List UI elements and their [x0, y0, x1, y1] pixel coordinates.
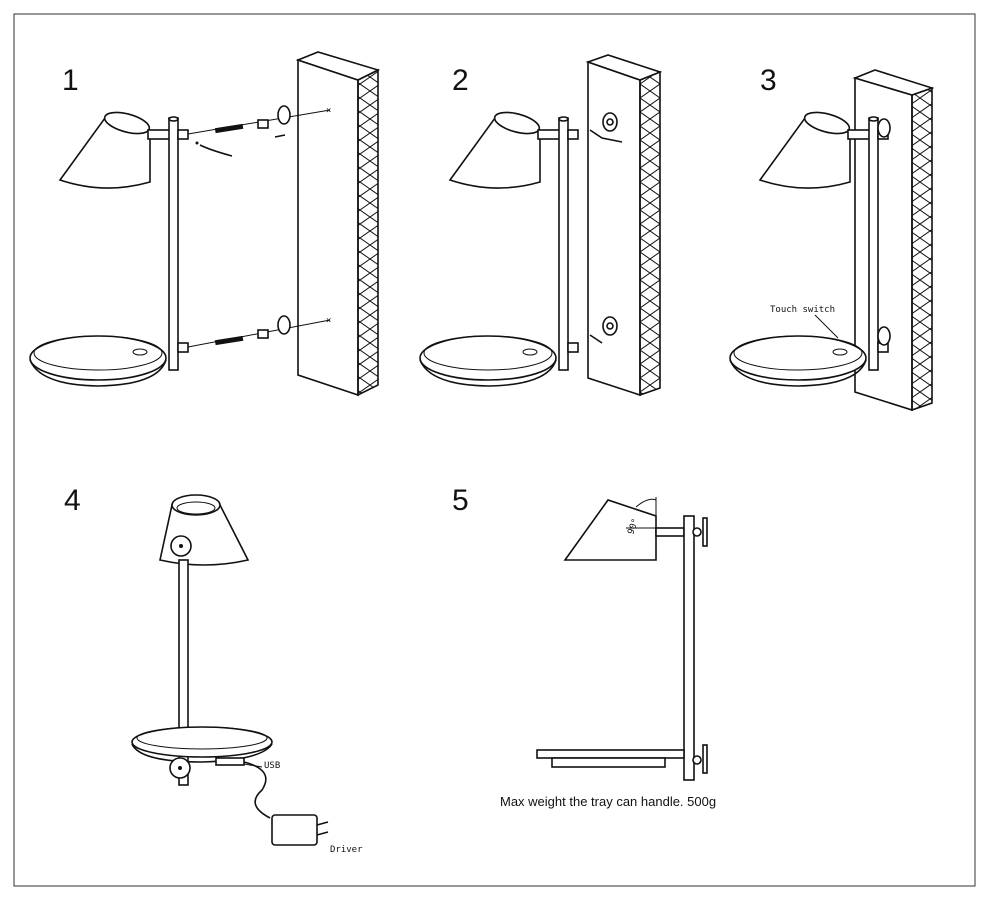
usb-label: USB: [264, 761, 280, 771]
screw-assembly: × ×: [187, 105, 331, 348]
step-number: 3: [760, 64, 777, 97]
step-3: 3 Touch switch: [729, 64, 935, 412]
driver-label: Driver: [330, 845, 363, 855]
x-mark-icon: ×: [326, 316, 331, 326]
wall: [295, 51, 381, 397]
step-4: 4 USB Driver: [64, 484, 363, 855]
step-2: 2: [419, 54, 663, 397]
step-5: 5 90° Max weight the tray can handle. 50…: [452, 484, 716, 809]
touch-switch-label: Touch switch: [770, 305, 835, 315]
wall: [585, 54, 663, 397]
step-number: 4: [64, 484, 81, 517]
lamp: [29, 107, 189, 387]
step-number: 1: [62, 64, 79, 97]
x-mark-icon: ×: [326, 106, 331, 116]
step-number: 5: [452, 484, 469, 517]
step-number: 2: [452, 64, 469, 97]
driver-box: [271, 814, 318, 846]
lamp: [419, 107, 579, 387]
page-frame: [13, 13, 976, 887]
tray-weight-caption: Max weight the tray can handle. 500g: [500, 794, 716, 809]
step-1: 1 × ×: [29, 51, 381, 397]
